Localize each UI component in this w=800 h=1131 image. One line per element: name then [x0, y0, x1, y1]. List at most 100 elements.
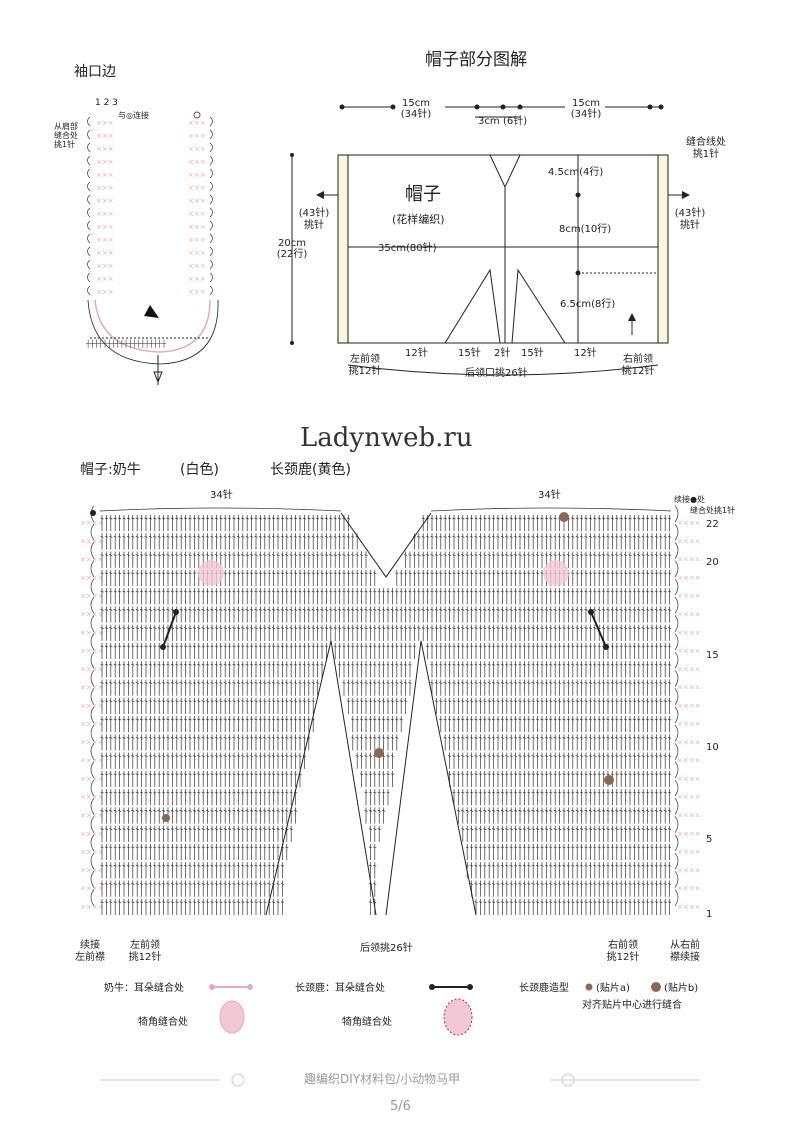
right-side-label: (43针) 挑针	[674, 208, 706, 231]
svg-text:×××: ×××	[96, 197, 114, 205]
svg-text:××××: ××××	[80, 885, 103, 893]
chart-join-label: 续接●处	[674, 495, 705, 504]
svg-text:×××: ×××	[96, 145, 114, 153]
svg-text:××××: ××××	[677, 720, 700, 728]
svg-text:××××: ××××	[677, 684, 700, 692]
svg-text:××××: ××××	[80, 848, 103, 856]
svg-text:×××: ×××	[188, 275, 206, 283]
svg-text:××××: ××××	[80, 738, 103, 746]
svg-text:××××: ××××	[80, 684, 103, 692]
svg-text:×××: ×××	[96, 171, 114, 179]
svg-text:××××: ××××	[80, 611, 103, 619]
bottom-right-label: 右前领 挑12针	[621, 354, 655, 377]
legend-cow-horn: 犄角缝合处	[138, 1017, 188, 1028]
svg-text:××××: ××××	[677, 537, 700, 545]
hood-schematic-title: 帽子部分图解	[425, 50, 527, 70]
page-number: 5/6	[390, 1099, 411, 1114]
hood-stitch-chart: ×××× ×××× ×××× ×××× ×××× ×××× ×××× ×××× ×××× ××××…	[80, 505, 700, 916]
hood-schematic-diagram	[290, 104, 690, 376]
legend-giraffe-ear: 长颈鹿：耳朵缝合处	[295, 983, 385, 994]
svg-text:××××: ××××	[677, 757, 700, 765]
chart-seam-pickup: 缝合处挑1针	[690, 506, 736, 515]
legend-cow-ear: 奶牛：耳朵缝合处	[104, 983, 184, 994]
top-right-sts: (34针)	[570, 109, 602, 120]
svg-text:××××: ××××	[677, 793, 700, 801]
svg-text:××××: ××××	[677, 738, 700, 746]
chart-title-cow-color: (白色)	[180, 462, 219, 478]
svg-text:×××: ×××	[188, 119, 206, 127]
svg-text:××××: ××××	[80, 903, 103, 911]
seg-2: 15针	[458, 348, 481, 359]
svg-text:××××: ××××	[80, 793, 103, 801]
svg-text:××××: ××××	[80, 537, 103, 545]
svg-text:××××: ××××	[677, 866, 700, 874]
seam-label: 缝合线处 挑1针	[686, 137, 726, 160]
svg-text:×××: ×××	[96, 275, 114, 283]
bottom-far-right: 从右前 襟续接	[670, 940, 700, 963]
svg-text:×××: ×××	[188, 197, 206, 205]
top-mid-sts: (6针)	[503, 116, 528, 127]
footer-caption: 趣编织DIY材料包/小动物马甲	[304, 1072, 461, 1086]
bottom-right: 右前领 挑12针	[606, 940, 640, 963]
bottom-left-label: 左前领 挑12针	[348, 354, 382, 377]
row-label-20: 20	[706, 557, 719, 568]
svg-text:×××: ×××	[188, 262, 206, 270]
svg-text:××××: ××××	[677, 629, 700, 637]
svg-text:×××: ×××	[188, 145, 206, 153]
svg-text:┼┼┼┼┼┼┼┼┼┼┼┼┼┼┼┼┼┼┼: ┼┼┼┼┼┼┼┼┼┼┼┼┼┼┼┼┼┼┼	[85, 339, 167, 348]
back-neck-label: 后领口挑26针	[465, 368, 528, 379]
inner-width: 35cm(80针)	[378, 243, 437, 254]
svg-text:××××: ××××	[80, 592, 103, 600]
row-label-5: 5	[706, 834, 713, 845]
svg-text:××××: ××××	[677, 556, 700, 564]
depth-1: 4.5cm(4行)	[548, 167, 604, 178]
cuff-pickup-label: 从肩部 缝合处 挑1针	[54, 122, 78, 149]
svg-text:×××: ×××	[188, 223, 206, 231]
legend-giraffe-horn: 犄角缝合处	[342, 1017, 392, 1028]
row-label-10: 10	[706, 742, 719, 753]
svg-text:××××: ××××	[677, 903, 700, 911]
svg-text:××××: ××××	[677, 592, 700, 600]
svg-text:×××: ×××	[96, 262, 114, 270]
top-right-width: 15cm	[572, 98, 600, 109]
cuff-row-numbers: 1 2 3	[95, 98, 118, 108]
svg-text:××××: ××××	[80, 830, 103, 838]
row-label-1: 1	[706, 909, 713, 920]
legend-patch-a: (贴片a)	[596, 983, 630, 994]
svg-text:×××: ×××	[188, 158, 206, 166]
depth-2: 8cm(10行)	[559, 224, 612, 235]
svg-text:××××: ××××	[80, 812, 103, 820]
svg-text:×××: ×××	[188, 236, 206, 244]
svg-text:×××: ×××	[96, 119, 114, 127]
hood-center-title: 帽子	[405, 184, 441, 205]
svg-text:××××: ××××	[80, 519, 103, 527]
legend-symbols	[209, 982, 661, 1036]
svg-text:××××: ××××	[677, 848, 700, 856]
hood-center-sub: (花样编织)	[392, 213, 445, 226]
legend-giraffe-shape: 长颈鹿造型	[519, 983, 569, 994]
svg-text:××××: ××××	[677, 665, 700, 673]
seg-4: 15针	[521, 348, 544, 359]
left-side-label: (43针) 挑针	[298, 208, 330, 231]
svg-text:××××: ××××	[677, 702, 700, 710]
chart-title-cow: 帽子:奶牛	[80, 462, 141, 478]
svg-text:××××: ××××	[80, 556, 103, 564]
cuff-diagram: ××× ××× ××× ××× ××× ××× ××× ××× ××× ××× ××× ××× ××× ×…	[85, 111, 219, 385]
svg-text:××××: ××××	[677, 611, 700, 619]
seg-1: 12针	[405, 348, 428, 359]
svg-text:××××: ××××	[677, 775, 700, 783]
svg-text:×××: ×××	[96, 210, 114, 218]
seg-3: 2针	[494, 348, 511, 359]
legend-align-note: 对齐贴片中心进行缝合	[582, 1000, 682, 1011]
svg-text:××××: ××××	[677, 812, 700, 820]
svg-text:××××: ××××	[80, 866, 103, 874]
svg-text:×××: ×××	[96, 288, 114, 296]
svg-text:×××: ×××	[188, 171, 206, 179]
svg-text:×××: ×××	[188, 210, 206, 218]
svg-text:×××: ×××	[188, 288, 206, 296]
svg-text:××××: ××××	[80, 702, 103, 710]
bottom-center: 后领挑26针	[360, 943, 413, 954]
cuff-connect-label: 与◎连接	[118, 111, 149, 120]
chart-top-right-sts: 34针	[538, 490, 561, 501]
svg-text:××××: ××××	[677, 830, 700, 838]
